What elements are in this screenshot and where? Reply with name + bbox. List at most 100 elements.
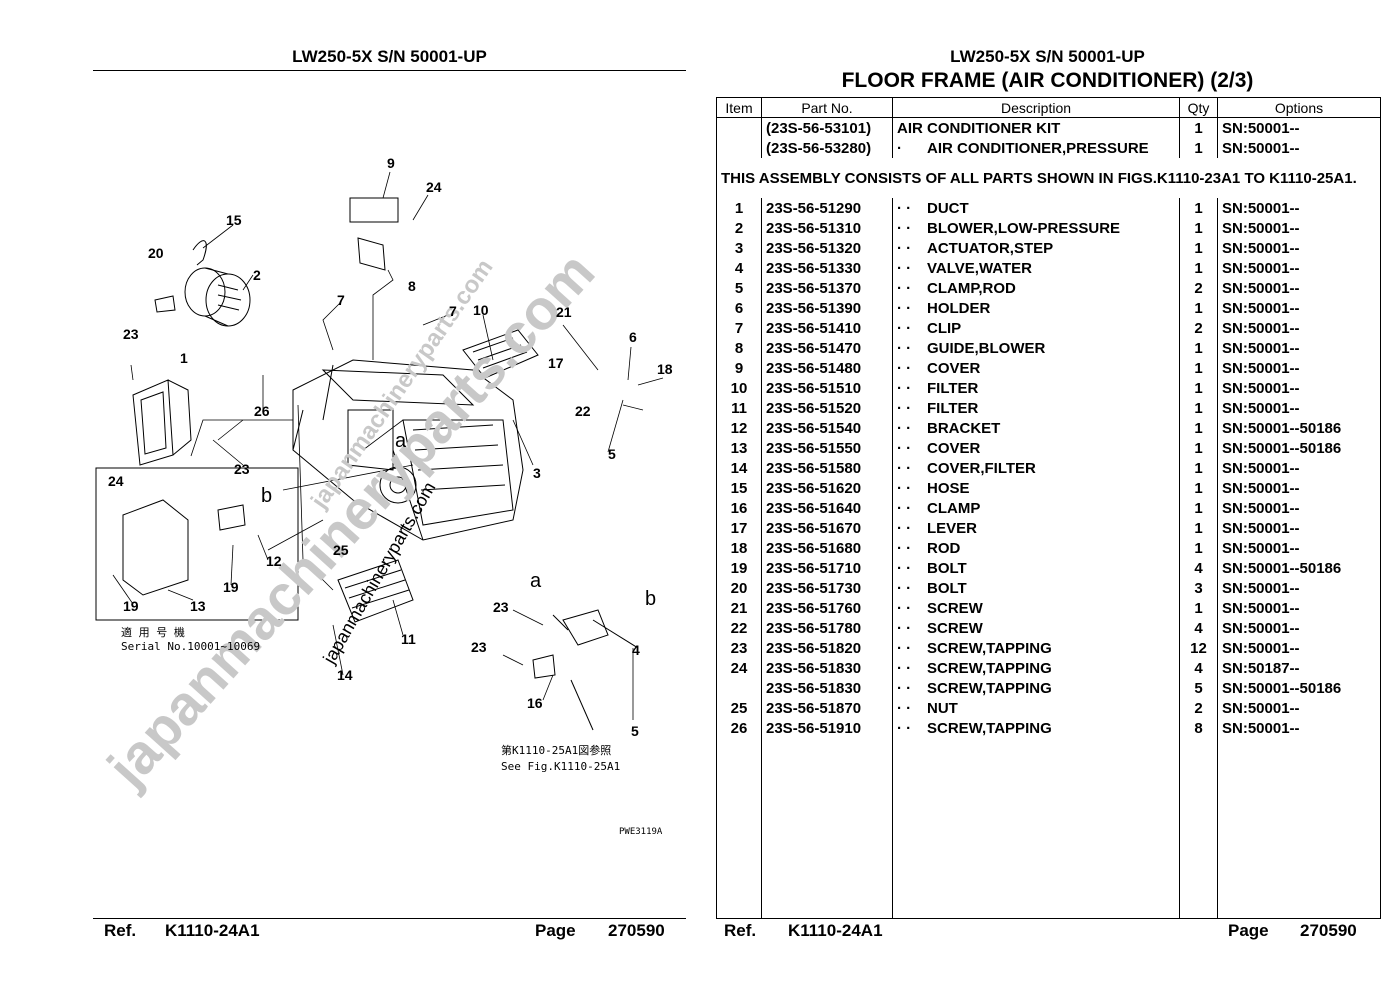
cell-options: SN:50001-- bbox=[1217, 398, 1381, 418]
description-text: VALVE,WATER bbox=[927, 259, 1032, 277]
cell-description: · ·DUCT bbox=[892, 198, 1180, 218]
page-title: FLOOR FRAME (AIR CONDITIONER) (2/3) bbox=[841, 69, 1254, 92]
cell-qty: 1 bbox=[1179, 518, 1218, 538]
cell-options: SN:50001-- bbox=[1217, 298, 1381, 318]
cell-item: 13 bbox=[716, 438, 762, 458]
cell-description: · ·CLAMP bbox=[892, 498, 1180, 518]
description-text: CLAMP,ROD bbox=[927, 279, 1016, 297]
cell-qty: 1 bbox=[1179, 258, 1218, 278]
cell-description: · ·COVER bbox=[892, 438, 1180, 458]
cell-part-no: 23S-56-51520 bbox=[761, 398, 893, 418]
description-text: SCREW bbox=[927, 619, 983, 637]
cell-qty: 4 bbox=[1179, 558, 1218, 578]
cell-part-no: 23S-56-51780 bbox=[761, 618, 893, 638]
indent-dots: · · bbox=[897, 279, 912, 297]
cell-part-no: 23S-56-51310 bbox=[761, 218, 893, 238]
description-text: NUT bbox=[927, 699, 958, 717]
description-text: HOLDER bbox=[927, 299, 991, 317]
description-text: BLOWER,LOW-PRESSURE bbox=[927, 219, 1121, 237]
page-value: 270590 bbox=[608, 921, 665, 940]
callout-23-top: 23 bbox=[123, 326, 139, 342]
cell-qty: 1 bbox=[1179, 478, 1218, 498]
cell-item: 7 bbox=[716, 318, 762, 338]
cell-part-no: 23S-56-51390 bbox=[761, 298, 893, 318]
indent-dots: · · bbox=[897, 679, 912, 697]
left-footer-rule bbox=[93, 918, 686, 919]
cell-item: 22 bbox=[716, 618, 762, 638]
column-header-options: Options bbox=[1217, 97, 1381, 118]
callout-5-top: 5 bbox=[608, 446, 616, 462]
cell-part-no: (23S-56-53280) bbox=[761, 138, 893, 158]
cell-item: 14 bbox=[716, 458, 762, 478]
cell-qty: 1 bbox=[1179, 438, 1218, 458]
cell-qty: 1 bbox=[1179, 398, 1218, 418]
duct-drawing bbox=[132, 379, 192, 466]
cell-options: SN:50001-- bbox=[1217, 318, 1381, 338]
ref-note-jp: 第K1110-25A1図参照 bbox=[501, 743, 611, 757]
assembly-note: THIS ASSEMBLY CONSISTS OF ALL PARTS SHOW… bbox=[716, 158, 1381, 198]
cell-qty: 1 bbox=[1179, 338, 1218, 358]
cell-description: · ·SCREW,TAPPING bbox=[892, 638, 1180, 658]
cell-part-no: 23S-56-51910 bbox=[761, 718, 893, 738]
cell-options: SN:50001-- bbox=[1217, 117, 1381, 138]
cell-item: 15 bbox=[716, 478, 762, 498]
cell-description: · ·BOLT bbox=[892, 558, 1180, 578]
cell-description: ·AIR CONDITIONER,PRESSURE bbox=[892, 138, 1180, 158]
cell-part-no: 23S-56-51370 bbox=[761, 278, 893, 298]
right-page-header: LW250-5X S/N 50001-UP bbox=[950, 47, 1145, 66]
cell-options: SN:50001-- bbox=[1217, 218, 1381, 238]
cell-options: SN:50001-- bbox=[1217, 498, 1381, 518]
cell-qty: 1 bbox=[1179, 138, 1218, 158]
callout-14: 14 bbox=[337, 667, 353, 683]
cell-item: 17 bbox=[716, 518, 762, 538]
description-text: SCREW,TAPPING bbox=[927, 679, 1052, 697]
indent-dots: · · bbox=[897, 339, 912, 357]
callout-21: 21 bbox=[556, 304, 572, 320]
indent-dots: · · bbox=[897, 619, 912, 637]
description-text: GUIDE,BLOWER bbox=[927, 339, 1046, 357]
cell-qty: 1 bbox=[1179, 298, 1218, 318]
cell-qty: 1 bbox=[1179, 458, 1218, 478]
cell-item: 16 bbox=[716, 498, 762, 518]
cell-item: 26 bbox=[716, 718, 762, 738]
heater-unit-drawing bbox=[292, 359, 524, 541]
table-row: THIS ASSEMBLY CONSISTS OF ALL PARTS SHOW… bbox=[716, 158, 1381, 198]
cell-item: 19 bbox=[716, 558, 762, 578]
cell-options: SN:50001-- bbox=[1217, 698, 1381, 718]
cell-qty: 4 bbox=[1179, 618, 1218, 638]
cell-description: · ·SCREW,TAPPING bbox=[892, 718, 1180, 738]
cell-options: SN:50001--50186 bbox=[1217, 418, 1381, 438]
filler-cell bbox=[1179, 738, 1218, 919]
cell-part-no: 23S-56-51540 bbox=[761, 418, 893, 438]
cell-options: SN:50001-- bbox=[1217, 278, 1381, 298]
cell-qty: 2 bbox=[1179, 698, 1218, 718]
left-page-header: LW250-5X S/N 50001-UP bbox=[292, 47, 487, 66]
description-text: SCREW,TAPPING bbox=[927, 659, 1052, 677]
filter-10-drawing bbox=[462, 329, 539, 379]
description-text: BRACKET bbox=[927, 419, 1001, 437]
cell-part-no: 23S-56-51290 bbox=[761, 198, 893, 218]
callout-11: 11 bbox=[401, 631, 416, 647]
cell-options: SN:50001-- bbox=[1217, 458, 1381, 478]
cell-description: · · GUIDE,BLOWER bbox=[892, 338, 1180, 358]
cell-part-no: 23S-56-51470 bbox=[761, 338, 893, 358]
cell-qty: 1 bbox=[1179, 117, 1218, 138]
indent-dots: · · bbox=[897, 419, 912, 437]
cell-qty: 2 bbox=[1179, 318, 1218, 338]
callout-5-bottom: 5 bbox=[631, 723, 639, 739]
cell-item: 23 bbox=[716, 638, 762, 658]
callout-23-mid: 23 bbox=[234, 461, 250, 477]
description-text: AIR CONDITIONER KIT bbox=[897, 119, 1061, 137]
indent-dots: · · bbox=[897, 599, 912, 617]
filler-cell bbox=[892, 738, 1180, 919]
